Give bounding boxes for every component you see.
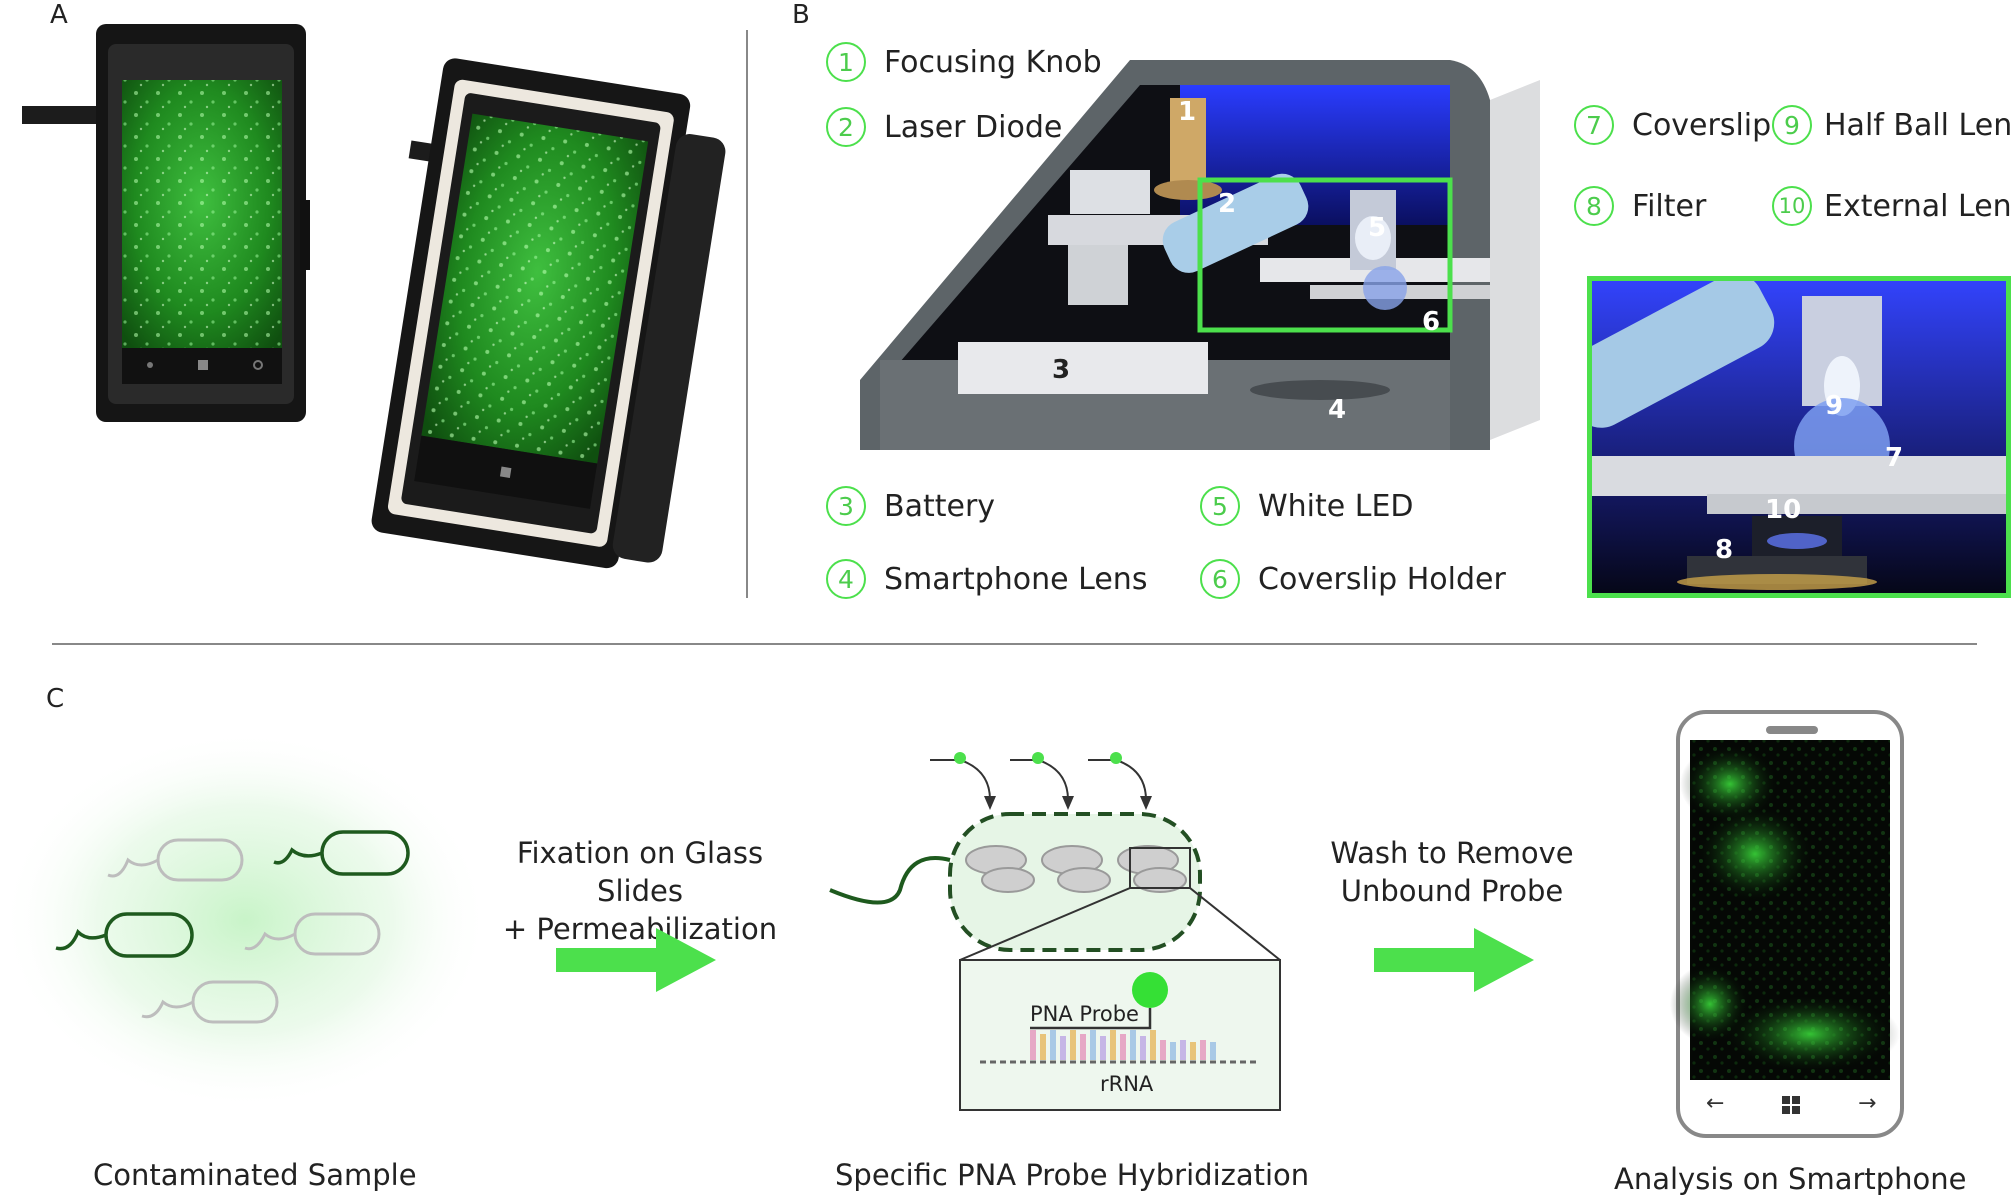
legend-label: Coverslip Holder: [1258, 561, 1506, 597]
legend-item-external-lens: 10 External Lens: [1772, 186, 2013, 226]
part-number: 5: [1368, 213, 1386, 243]
device-photo: [22, 24, 726, 569]
legend-label: Battery: [884, 488, 996, 524]
step-fixation-line1: Fixation on Glass Slides: [516, 836, 764, 908]
legend-label: Smartphone Lens: [884, 561, 1148, 597]
panel-letter-c: C: [46, 684, 65, 714]
inset-number: 9: [1825, 391, 1843, 421]
step-wash-line1: Wash to Remove: [1330, 836, 1574, 870]
legend-number: 10: [1772, 186, 1812, 226]
legend-item-coverslip: 7 Coverslip: [1574, 105, 1771, 145]
legend-number: 5: [1200, 486, 1240, 526]
part-number: 1: [1178, 97, 1196, 127]
legend-item-coverslip-holder: 6 Coverslip Holder: [1200, 559, 1506, 599]
step-fixation-line2: + Permeabilization: [502, 912, 778, 946]
optics-inset-view: 9 7 10 8: [1587, 276, 2011, 598]
inset-number: 7: [1885, 443, 1903, 473]
legend-label: Laser Diode: [884, 109, 1063, 145]
legend-number: 8: [1574, 186, 1614, 226]
svg-text:→: →: [1858, 1091, 1876, 1116]
device-side-panel: [1490, 80, 1540, 440]
inset-number: 8: [1715, 535, 1733, 565]
pna-probe-label: PNA Probe: [1030, 1002, 1139, 1026]
legend-number: 2: [826, 107, 866, 147]
phone-front-view: [22, 24, 310, 422]
legend-label: Half Ball Lens: [1824, 107, 2013, 143]
svg-text:←: ←: [1706, 1091, 1724, 1116]
rrna-label: rRNA: [1100, 1072, 1154, 1096]
panel-letter-b: B: [792, 0, 810, 30]
legend-label: Filter: [1632, 188, 1707, 224]
contaminated-sample-illustration: [0, 730, 490, 1110]
legend-number: 6: [1200, 559, 1240, 599]
legend-number: 9: [1772, 105, 1812, 145]
focusing-knob: [1170, 98, 1206, 188]
legend-label: White LED: [1258, 488, 1414, 524]
legend-item-smartphone-lens: 4 Smartphone Lens: [826, 559, 1147, 599]
legend-label: Focusing Knob: [884, 44, 1102, 80]
step-wash-label: Wash to Remove Unbound Probe: [1292, 834, 1612, 910]
legend-item-filter: 8 Filter: [1574, 186, 1706, 226]
legend-item-laser-diode: 2 Laser Diode: [826, 107, 1062, 147]
panel-letter-a: A: [50, 0, 68, 30]
legend-item-battery: 3 Battery: [826, 486, 995, 526]
legend-item-focusing-knob: 1 Focusing Knob: [826, 42, 1102, 82]
horizontal-divider: [52, 643, 1977, 645]
part-number: 2: [1218, 189, 1236, 219]
legend-number: 1: [826, 42, 866, 82]
legend-number: 3: [826, 486, 866, 526]
caption-analysis: Analysis on Smartphone: [1614, 1162, 1967, 1196]
step-wash-line2: Unbound Probe: [1340, 874, 1564, 908]
smartphone-illustration: ← →: [1670, 710, 1904, 1138]
vertical-divider: [746, 30, 748, 598]
inset-number: 10: [1765, 495, 1801, 525]
hybridization-illustration: PNA Probe rRNA: [829, 752, 1281, 1111]
part-number: 3: [1052, 355, 1070, 385]
step-fixation-label: Fixation on Glass Slides + Permeabilizat…: [470, 834, 810, 948]
inset-highlight-box: [1197, 177, 1453, 333]
caption-contaminated-sample: Contaminated Sample: [93, 1158, 417, 1192]
legend-label: Coverslip: [1632, 107, 1772, 143]
part-number: 6: [1422, 307, 1440, 337]
process-arrow-2: [1374, 928, 1534, 992]
legend-number: 7: [1574, 105, 1614, 145]
battery: [958, 342, 1208, 394]
caption-hybridization: Specific PNA Probe Hybridization: [835, 1158, 1310, 1192]
legend-number: 4: [826, 559, 866, 599]
phone-angled-view: [371, 58, 726, 569]
legend-item-half-ball-lens: 9 Half Ball Lens: [1772, 105, 2013, 145]
device-cross-section: 1 2 3 4 5 6: [860, 60, 1540, 450]
legend-item-white-led: 5 White LED: [1200, 486, 1414, 526]
part-number: 4: [1328, 395, 1346, 425]
process-arrow-1: [556, 928, 716, 992]
legend-label: External Lens: [1824, 188, 2013, 224]
